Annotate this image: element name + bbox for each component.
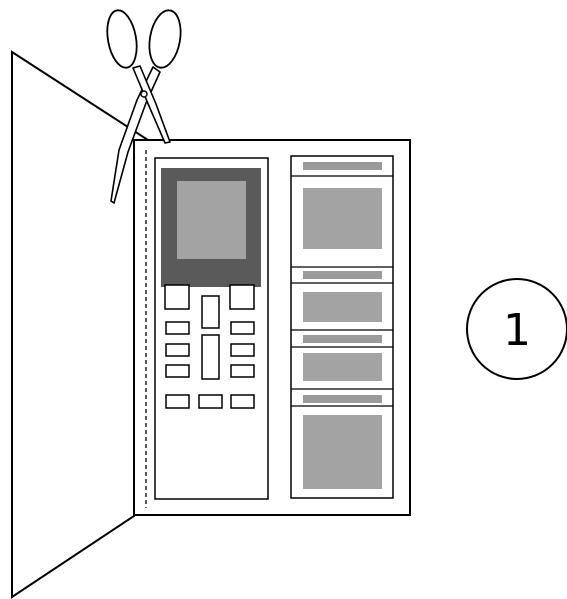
remote-button-right-1 [230, 321, 255, 335]
remote-button-right-3 [230, 364, 255, 378]
scissors-icon [106, 9, 182, 204]
scissors-blade-right [132, 65, 171, 144]
label-section-2-panel [303, 292, 382, 322]
label-section-3-bar [303, 335, 382, 343]
scissors-handle-right [148, 9, 182, 69]
scissors-handle-left [106, 9, 138, 69]
label-strip [290, 155, 394, 499]
remote-button-left-1 [165, 321, 190, 335]
label-section-1-bar [303, 162, 382, 170]
remote-button-bottom-3 [230, 394, 255, 409]
label-section-3-panel [303, 353, 382, 381]
step-number: 1 [503, 305, 531, 356]
remote-button-center-upper [201, 295, 220, 329]
step-indicator: 1 [466, 278, 567, 380]
step-circle [466, 278, 567, 380]
remote-button-left-large [164, 284, 190, 310]
label-section-2-bar [303, 271, 382, 279]
remote-control-icon [154, 157, 269, 500]
label-section-4-bar [303, 395, 382, 403]
remote-screen [177, 181, 246, 259]
label-section-1-panel [303, 188, 382, 249]
remote-button-left-3 [165, 364, 190, 378]
remote-button-left-2 [165, 343, 190, 357]
label-section-4-panel [303, 415, 382, 489]
remote-button-right-large [229, 284, 255, 310]
remote-button-center-lower [201, 334, 220, 380]
remote-button-right-2 [230, 343, 255, 357]
scissors-blade-left [110, 66, 161, 204]
scissors-pivot [140, 90, 148, 98]
remote-button-bottom-1 [165, 394, 190, 409]
remote-button-bottom-2 [198, 394, 223, 409]
